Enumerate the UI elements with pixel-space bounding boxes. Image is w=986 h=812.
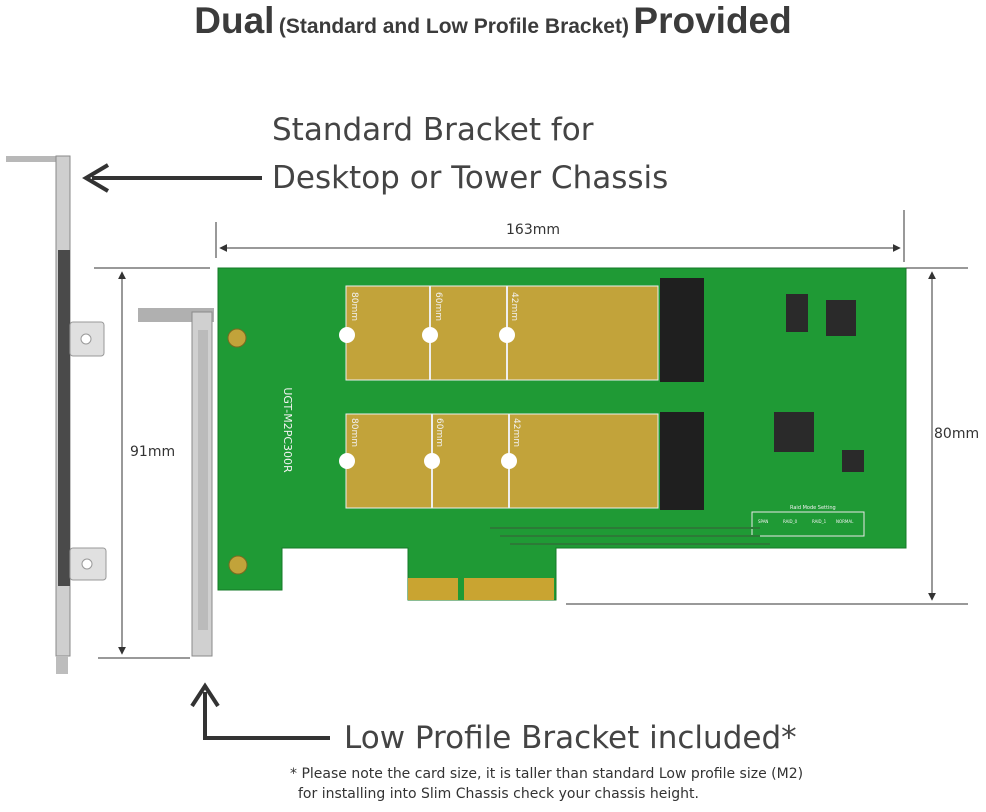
- card-height-label: 80mm: [934, 426, 980, 442]
- low-profile-bracket-arrow: [190, 682, 330, 740]
- standard-callout-line2: Desktop or Tower Chassis: [272, 160, 669, 196]
- standard-callout-line1: Standard Bracket for: [272, 112, 594, 148]
- slot2-size-42: 42mm: [511, 418, 521, 447]
- width-dimension-label: 163mm: [506, 222, 560, 238]
- width-dimension: [215, 210, 905, 262]
- size-note: * Please note the card size, it is talle…: [290, 764, 803, 804]
- raid-mode-normal: NORMAL: [836, 519, 854, 524]
- size-note-line2: for installing into Slim Chassis check y…: [298, 786, 699, 802]
- low-profile-bracket: [138, 308, 214, 657]
- pcb-board: [217, 267, 907, 601]
- pcb-model-label: UGT-M2PC300R: [281, 387, 294, 473]
- page-title: Dual (Standard and Low Profile Bracket) …: [0, 0, 986, 42]
- standard-bracket-callout: Standard Bracket for Desktop or Tower Ch…: [272, 106, 668, 202]
- raid-mode-span: SPAN: [758, 519, 768, 524]
- bracket-height-dimension: [94, 267, 210, 659]
- standard-bracket: [6, 155, 107, 674]
- slot1-size-42: 42mm: [509, 292, 519, 321]
- raid-mode-raid1: RAID_1: [812, 519, 827, 524]
- slot1-size-80: 80mm: [349, 292, 359, 321]
- title-word-left: Dual: [194, 0, 275, 41]
- slot1-size-60: 60mm: [433, 292, 443, 321]
- raid-mode-raid0: RAID_0: [783, 519, 798, 524]
- card-height-dimension: [566, 267, 968, 605]
- raid-mode-label: Raid Mode Setting: [790, 505, 836, 511]
- title-word-right: Provided: [633, 0, 792, 41]
- slot2-size-80: 80mm: [349, 418, 359, 447]
- low-profile-bracket-callout: Low Profile Bracket included*: [344, 720, 797, 756]
- title-middle: (Standard and Low Profile Bracket): [278, 15, 629, 38]
- standard-bracket-arrow: [82, 163, 262, 193]
- size-note-line1: * Please note the card size, it is talle…: [290, 766, 804, 782]
- bracket-height-label: 91mm: [130, 444, 176, 460]
- slot2-size-60: 60mm: [434, 418, 444, 447]
